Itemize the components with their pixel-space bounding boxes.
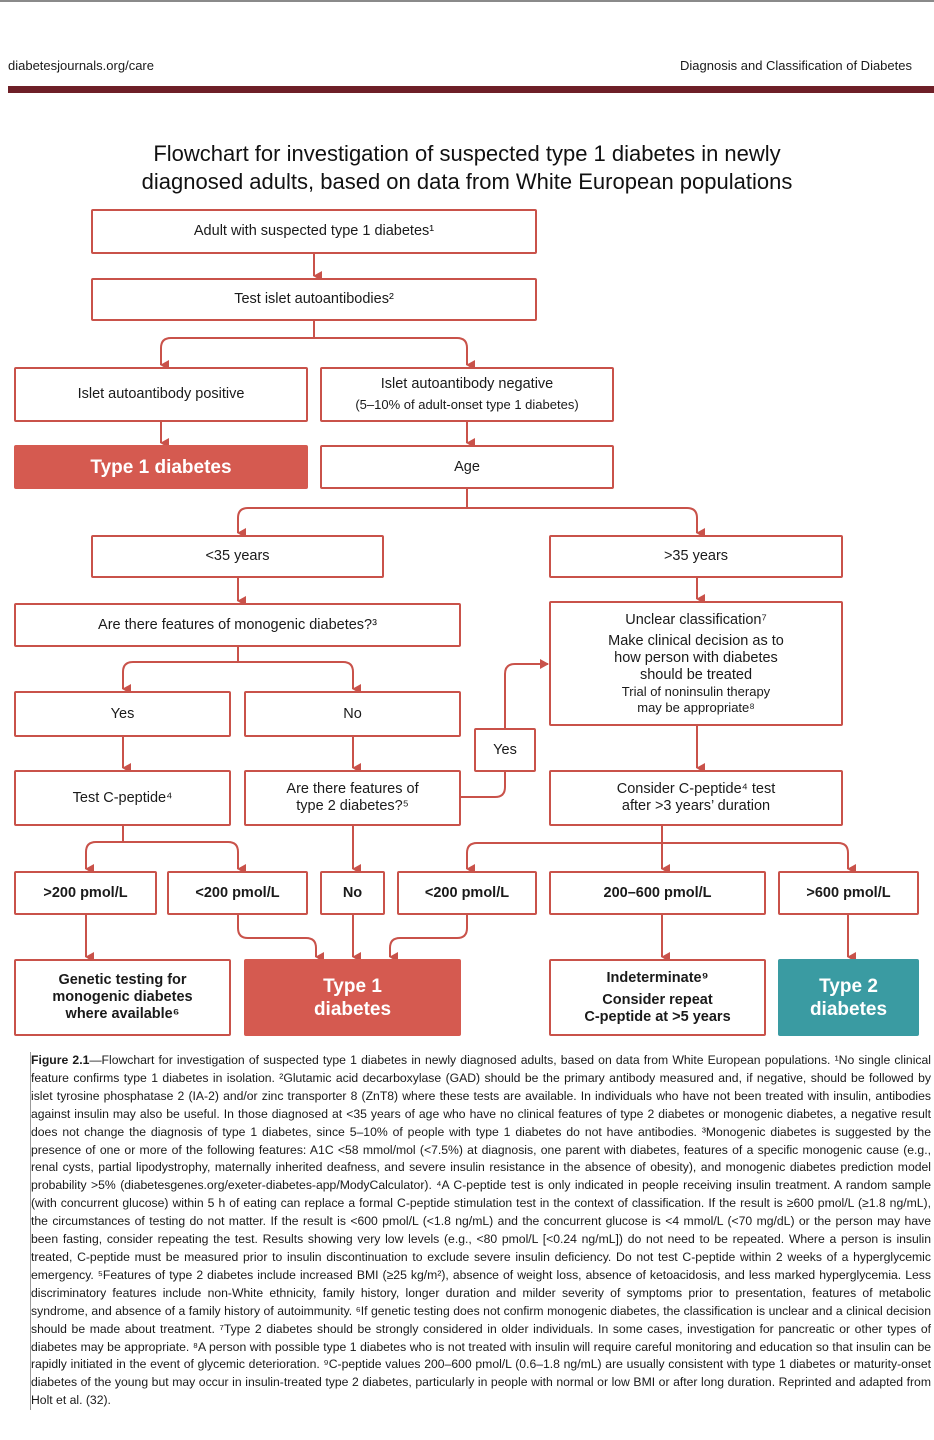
under-35-node: <35 years xyxy=(91,535,384,578)
journal-url[interactable]: diabetesjournals.org/care xyxy=(8,58,154,73)
monogenic-yes-label: Yes xyxy=(110,705,135,722)
type2-question-node: Are there features of type 2 diabetes?⁵ xyxy=(244,770,461,826)
genetic-line-1: Genetic testing for xyxy=(58,972,187,988)
type2-no-node: No xyxy=(320,871,385,915)
monogenic-question-node: Are there features of monogenic diabetes… xyxy=(14,603,461,647)
figure-caption-text: —Flowchart for investigation of suspecte… xyxy=(31,1053,931,1408)
unclear-line-2: Make clinical decision as to xyxy=(608,632,784,649)
figure-label: Figure 2.1 xyxy=(31,1053,90,1067)
cpeptide-gt600-node: >600 pmol/L xyxy=(778,871,919,915)
type2-yes-node: Yes xyxy=(474,728,536,772)
test-autoantibodies-node: Test islet autoantibodies² xyxy=(91,278,537,321)
autoantibody-positive-node: Islet autoantibody positive xyxy=(14,367,308,422)
type2-line-2: diabetes xyxy=(809,998,888,1020)
type2-question-line-1: Are there features of xyxy=(286,781,419,797)
type1-diabetes-outcome-bottom: Type 1 diabetes xyxy=(244,959,461,1036)
indeterminate-line-3: C-peptide at >5 years xyxy=(584,1008,731,1025)
type2-question-line-2: type 2 diabetes?⁵ xyxy=(296,798,409,814)
autoantibody-negative-note: (5–10% of adult-onset type 1 diabetes) xyxy=(355,397,579,412)
cpeptide-lt200-b-node: <200 pmol/L xyxy=(397,871,537,915)
cpeptide-gt200-label: >200 pmol/L xyxy=(43,884,128,901)
genetic-line-2: monogenic diabetes xyxy=(52,989,193,1005)
top-border xyxy=(0,0,934,2)
genetic-line-3: where available⁶ xyxy=(65,1006,180,1022)
figure-caption: Figure 2.1—Flowchart for investigation o… xyxy=(30,1052,931,1411)
flowchart-title: Flowchart for investigation of suspected… xyxy=(60,140,874,196)
type2-diabetes-outcome: Type 2 diabetes xyxy=(778,959,919,1036)
start-node-label: Adult with suspected type 1 diabetes¹ xyxy=(193,223,435,239)
monogenic-yes-node: Yes xyxy=(14,691,231,737)
cpeptide-gt600-label: >600 pmol/L xyxy=(806,884,891,901)
age-label: Age xyxy=(454,458,480,475)
test-cpeptide-node: Test C-peptide⁴ xyxy=(14,770,231,826)
unclear-line-1: Unclear classification⁷ xyxy=(625,611,767,628)
genetic-testing-outcome: Genetic testing for monogenic diabetes w… xyxy=(14,959,231,1036)
title-line-1: Flowchart for investigation of suspected… xyxy=(153,141,781,166)
monogenic-no-label: No xyxy=(343,705,362,722)
cpeptide-lt200-a-node: <200 pmol/L xyxy=(167,871,308,915)
over-35-node: >35 years xyxy=(549,535,843,578)
consider-line-1: Consider C-peptide⁴ test xyxy=(616,781,776,797)
header-rule xyxy=(8,86,934,93)
type1-bottom-line-1: Type 1 xyxy=(323,975,382,997)
under-35-label: <35 years xyxy=(205,548,270,564)
type2-yes-label: Yes xyxy=(493,741,517,758)
title-line-2: diagnosed adults, based on data from Whi… xyxy=(141,169,793,194)
type1-diabetes-outcome-top: Type 1 diabetes xyxy=(14,445,308,489)
test-autoantibodies-label: Test islet autoantibodies² xyxy=(234,291,394,307)
cpeptide-200-600-label: 200–600 pmol/L xyxy=(603,884,712,901)
indeterminate-line-2: Consider repeat xyxy=(602,991,713,1008)
consider-cpeptide-node: Consider C-peptide⁴ test after >3 years’… xyxy=(549,770,843,826)
cpeptide-lt200-a-label: <200 pmol/L xyxy=(195,884,280,901)
type2-line-1: Type 2 xyxy=(819,975,878,997)
cpeptide-200-600-node: 200–600 pmol/L xyxy=(549,871,766,915)
unclear-line-6: may be appropriate⁸ xyxy=(637,699,755,715)
monogenic-question-label: Are there features of monogenic diabetes… xyxy=(98,616,377,633)
test-cpeptide-label: Test C-peptide⁴ xyxy=(72,789,173,806)
cpeptide-lt200-b-label: <200 pmol/L xyxy=(424,884,510,901)
consider-line-2: after >3 years’ duration xyxy=(621,798,771,814)
autoantibody-negative-node: Islet autoantibody negative (5–10% of ad… xyxy=(320,367,614,422)
type1-bottom-line-2: diabetes xyxy=(313,998,392,1020)
unclear-line-4: should be treated xyxy=(639,666,753,683)
unclear-line-3: how person with diabetes xyxy=(614,649,778,666)
autoantibody-positive-label: Islet autoantibody positive xyxy=(77,386,245,402)
over-35-label: >35 years xyxy=(663,548,729,564)
unclear-classification-node: Unclear classification⁷ Make clinical de… xyxy=(549,601,843,726)
cpeptide-gt200-node: >200 pmol/L xyxy=(14,871,157,915)
indeterminate-outcome: Indeterminate⁹ Consider repeat C-peptide… xyxy=(549,959,766,1036)
section-title: Diagnosis and Classification of Diabetes xyxy=(680,58,912,73)
type2-no-label: No xyxy=(342,884,363,901)
flowchart-connectors xyxy=(85,254,856,962)
autoantibody-negative-label: Islet autoantibody negative xyxy=(380,376,554,392)
indeterminate-line-1: Indeterminate⁹ xyxy=(606,969,709,986)
start-node: Adult with suspected type 1 diabetes¹ xyxy=(91,209,537,254)
type1-top-label: Type 1 diabetes xyxy=(90,456,232,478)
monogenic-no-node: No xyxy=(244,691,461,737)
age-node: Age xyxy=(320,445,614,489)
unclear-line-5: Trial of noninsulin therapy xyxy=(621,683,771,699)
